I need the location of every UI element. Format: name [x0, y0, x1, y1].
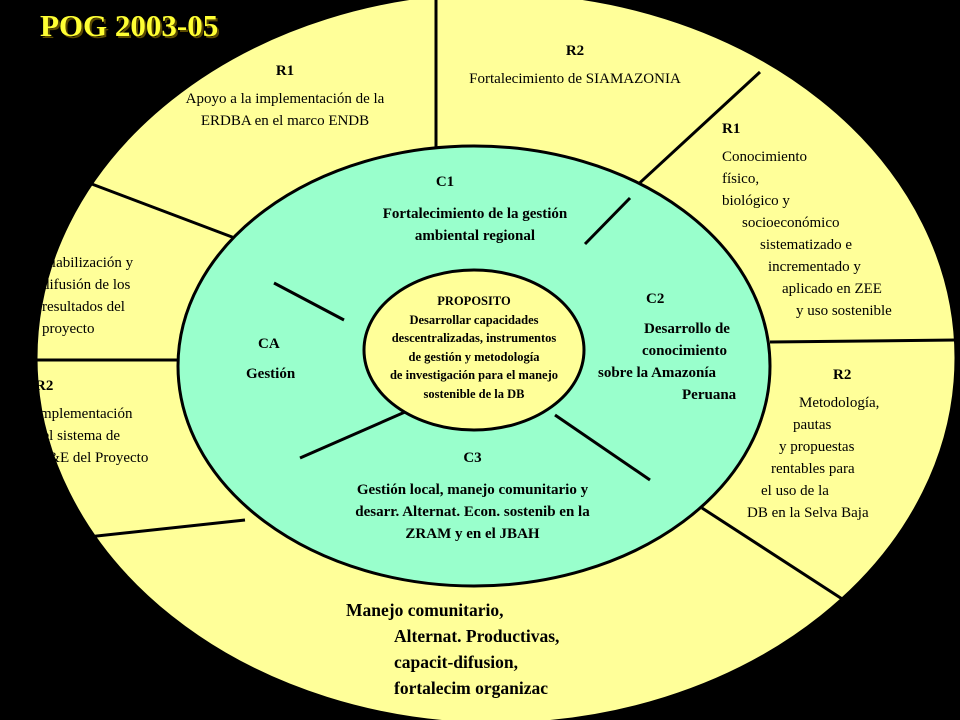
outer-r2-left-code: R2: [35, 378, 54, 394]
outer-r1-right-line: biológico y: [722, 193, 790, 209]
middle-ca-code: CA: [258, 336, 280, 352]
center-line: Desarrollar capacidades: [409, 312, 539, 327]
outer-r1-right-line: Conocimiento: [722, 149, 807, 165]
center-line: de investigación para el manejo: [389, 368, 559, 382]
middle-divider-nw: [273, 281, 345, 322]
middle-divider-sw: [299, 410, 406, 460]
outer-r1-left-line: proyecto: [42, 321, 95, 337]
outer-r2-right-line: y propuestas: [779, 439, 855, 455]
center-line: sostenible de la DB: [423, 386, 525, 401]
outer-bottom-line: Alternat. Productivas,: [394, 626, 560, 646]
outer-r1-top-line: Apoyo a la implementación de la: [185, 91, 385, 107]
middle-c3-line: ZRAM y en el JBAH: [405, 526, 540, 542]
outer-r1-right-line: aplicado en ZEE: [782, 281, 882, 297]
outer-r1-left-line: resultados del: [42, 299, 125, 315]
outer-r1-right-line: y uso sostenible: [796, 303, 892, 319]
outer-r1-left-code: R1: [42, 227, 61, 243]
outer-r1-top: R1 Apoyo a la implementación de la ERDBA…: [140, 60, 430, 132]
middle-ca: CA Gestión: [246, 333, 336, 385]
outer-r2-left: R2 Implementación del sistema de M&E del…: [35, 375, 195, 469]
middle-c1-line: ambiental regional: [414, 228, 536, 244]
middle-c3-line: desarr. Alternat. Econ. sostenib en la: [355, 504, 590, 520]
outer-r2-right-code: R2: [833, 367, 852, 383]
outer-r2-right-line: DB en la Selva Baja: [747, 505, 869, 521]
outer-r2-right-line: Metodología,: [799, 395, 880, 411]
outer-bottom: Manejo comunitario, Alternat. Productiva…: [346, 597, 646, 701]
outer-r2-top: R2 Fortalecimiento de SIAMAZONIA: [440, 40, 710, 90]
center-heading: PROPOSITO: [437, 294, 511, 308]
middle-c1: C1 Fortalecimiento de la gestión ambient…: [305, 171, 645, 247]
outer-r2-right-line: rentables para: [771, 461, 855, 477]
outer-r2-right-line: pautas: [793, 417, 832, 433]
middle-divider-se: [554, 413, 651, 482]
outer-r1-right-line: sistematizado e: [760, 237, 853, 253]
middle-c2-code: C2: [646, 291, 665, 307]
middle-c2: C2 Desarrollo de conocimiento sobre la A…: [598, 288, 758, 406]
outer-r1-right: R1 Conocimiento físico, biológico y soci…: [722, 118, 942, 322]
outer-r1-right-line: físico,: [722, 171, 760, 187]
outer-r1-left-line: Viabilización y: [42, 255, 134, 271]
outer-r2-top-code: R2: [565, 43, 585, 59]
outer-r2-top-line: Fortalecimiento de SIAMAZONIA: [469, 71, 681, 87]
center-purpose: PROPOSITO Desarrollar capacidades descen…: [360, 292, 588, 403]
page-title: POG 2003-05: [40, 8, 219, 43]
middle-c2-line: conocimiento: [642, 343, 727, 359]
outer-r1-top-code: R1: [275, 63, 295, 79]
outer-r2-left-line: M&E del Proyecto: [35, 450, 149, 466]
outer-bottom-line: Manejo comunitario,: [346, 600, 504, 620]
outer-r1-left-line: difusión de los: [42, 277, 131, 293]
outer-r1-right-line: incrementado y: [768, 259, 861, 275]
outer-r2-left-line: Implementación: [35, 406, 133, 422]
middle-c1-code: C1: [435, 174, 455, 190]
outer-r2-left-line: del sistema de: [35, 428, 120, 444]
middle-c3-line: Gestión local, manejo comunitario y: [356, 482, 589, 498]
outer-r1-right-line: socioeconómico: [742, 215, 840, 231]
outer-r2-right-line: el uso de la: [761, 483, 829, 499]
outer-r2-right: R2 Metodología, pautas y propuestas rent…: [745, 364, 945, 524]
center-line: descentralizadas, instrumentos: [391, 331, 557, 345]
middle-c2-line: Peruana: [682, 387, 737, 403]
center-ellipse: [362, 268, 586, 432]
center-line: de gestión y metodología: [408, 349, 540, 364]
middle-c1-line: Fortalecimiento de la gestión: [382, 206, 568, 222]
outer-r1-right-code: R1: [722, 121, 741, 137]
middle-c2-line: sobre la Amazonía: [598, 365, 717, 381]
middle-divider-ne: [583, 196, 632, 246]
outer-divider-right: [769, 338, 956, 344]
outer-r1-left: R1 Viabilización y difusión de los resul…: [42, 224, 192, 340]
middle-c3-code: C3: [463, 450, 482, 466]
outer-r1-top-line: ERDBA en el marco ENDB: [200, 113, 370, 129]
middle-c3: C3 Gestión local, manejo comunitario y d…: [300, 447, 645, 545]
outer-bottom-line: fortalecim organizac: [394, 678, 549, 698]
outer-bottom-line: capacit-difusion,: [394, 652, 518, 672]
outer-divider-top-right: [630, 70, 762, 192]
middle-c2-line: Desarrollo de: [644, 321, 730, 337]
middle-ca-line: Gestión: [246, 366, 296, 382]
